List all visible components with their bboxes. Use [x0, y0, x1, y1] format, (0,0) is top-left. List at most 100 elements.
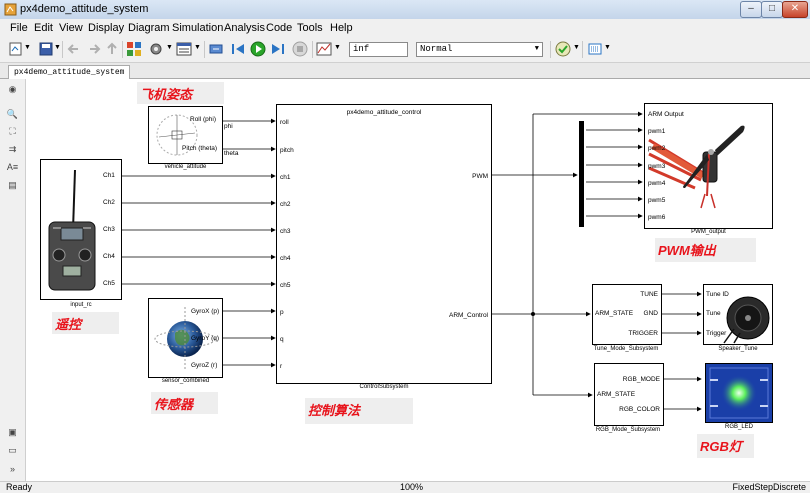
library-browser-icon[interactable]: [126, 41, 142, 57]
arrow-right-icon[interactable]: ⇉: [8, 144, 17, 154]
annotation-attitude[interactable]: 飞机姿态: [137, 82, 224, 104]
menu-edit[interactable]: Edit: [34, 22, 53, 34]
annotation-sensor[interactable]: 传感器: [151, 392, 218, 414]
port-gyroz: GyroZ (r): [191, 362, 218, 369]
sensor-combined-block[interactable]: GyroX (p) GyroY (q) GyroZ (r): [148, 298, 223, 378]
model-explorer-icon[interactable]: [176, 41, 192, 57]
window-title: px4demo_attitude_system: [20, 3, 149, 15]
model-advisor-check-icon[interactable]: [555, 41, 571, 57]
back-arrow-icon[interactable]: [66, 41, 82, 57]
chevron-down-icon[interactable]: ▼: [24, 44, 31, 51]
port-gnd-out: GND: [643, 310, 658, 317]
stop-icon[interactable]: [292, 41, 308, 57]
toolbar-separator: [312, 41, 313, 58]
menu-display[interactable]: Display: [88, 22, 125, 34]
menu-diagram[interactable]: Diagram: [128, 22, 170, 34]
annotation-algorithm[interactable]: 控制算法: [305, 398, 413, 424]
port-gyroy: GyroY (q): [191, 335, 220, 342]
scope-icon[interactable]: [316, 41, 332, 57]
signal-label-theta: theta: [224, 150, 239, 157]
port-arm-state-tune: ARM_STATE: [595, 310, 634, 317]
input-rc-block[interactable]: Ch1 Ch2 Ch3 Ch4 Ch5: [40, 159, 122, 300]
step-forward-icon[interactable]: [270, 41, 286, 57]
hide-explorer-icon[interactable]: ◉: [8, 84, 17, 94]
port-trigger-out: TRIGGER: [628, 330, 658, 337]
port-roll: Roll (phi): [190, 116, 217, 123]
port-arm-output: ARM Output: [648, 111, 684, 118]
signal-lines: [121, 111, 702, 412]
title-bar: px4demo_attitude_system – □ ✕: [0, 0, 810, 20]
port-pitch-in: pitch: [280, 147, 294, 154]
tab-model[interactable]: px4demo_attitude_system: [8, 65, 131, 79]
forward-arrow-icon[interactable]: [86, 41, 102, 57]
chevron-down-icon[interactable]: ▼: [604, 44, 611, 51]
annotation-icon[interactable]: A≡: [6, 162, 19, 172]
image-icon[interactable]: ▤: [8, 180, 17, 190]
chevron-down-icon[interactable]: ▼: [54, 44, 61, 51]
rc-transmitter-icon: [48, 169, 96, 291]
port-ch2-in: ch2: [280, 201, 291, 208]
chevron-down-icon[interactable]: ▼: [194, 44, 201, 51]
comment-icon[interactable]: ▭: [8, 445, 17, 455]
control-subsystem-block[interactable]: px4demo_attitude_control roll pitch ch1 …: [276, 104, 492, 384]
port-ch2: Ch2: [103, 199, 115, 206]
build-model-icon[interactable]: [587, 41, 603, 57]
block-name-rgb-led: RGB_LED: [724, 424, 753, 430]
menu-help[interactable]: Help: [330, 22, 353, 34]
annotation-rc[interactable]: 遥控: [52, 312, 119, 334]
port-tune-id: Tune ID: [706, 291, 729, 298]
up-arrow-icon[interactable]: [104, 41, 120, 57]
speaker-tune-block[interactable]: Tune ID Tune Trigger: [703, 284, 773, 345]
menu-analysis[interactable]: Analysis: [224, 22, 265, 34]
tab-bar: px4demo_attitude_system: [0, 63, 810, 79]
menu-bar: File Edit View Display Diagram Simulatio…: [0, 19, 810, 37]
maximize-button[interactable]: □: [761, 1, 783, 18]
mux-bar[interactable]: [579, 121, 584, 227]
save-icon[interactable]: [38, 41, 54, 57]
stop-time-input[interactable]: inf: [349, 42, 408, 57]
port-ch3: Ch3: [103, 226, 115, 233]
quadcopter-motor-icon: [648, 125, 745, 209]
tune-mode-subsystem-block[interactable]: ARM_STATE TUNE GND TRIGGER: [592, 284, 662, 345]
port-pwm4: pwm4: [648, 180, 666, 187]
image-icon[interactable]: ▣: [8, 427, 17, 437]
block-name-speaker: Speaker_Tune: [718, 346, 758, 352]
zoom-icon[interactable]: 🔍: [6, 109, 19, 119]
chevron-down-icon[interactable]: ▼: [573, 44, 580, 51]
new-model-icon[interactable]: [8, 41, 24, 57]
chevron-down-icon[interactable]: ▼: [166, 44, 173, 51]
toolbar-separator: [550, 41, 551, 58]
chevron-down-icon[interactable]: ▼: [334, 44, 341, 51]
menu-view[interactable]: View: [59, 22, 83, 34]
simulation-mode-select[interactable]: Normal ▼: [416, 42, 543, 57]
port-ch5-in: ch5: [280, 282, 291, 289]
annotation-pwm[interactable]: PWM输出: [655, 238, 756, 262]
step-back-icon[interactable]: [230, 41, 246, 57]
port-ch4-in: ch4: [280, 255, 291, 262]
vehicle-attitude-block[interactable]: Roll (phi) Pitch (theta): [148, 106, 223, 164]
run-icon[interactable]: [250, 41, 266, 57]
close-button[interactable]: ✕: [782, 1, 808, 18]
port-ch1-in: ch1: [280, 174, 291, 181]
block-name-tune-mode: Tune_Mode_Subsystem: [593, 346, 659, 352]
toolbar-separator: [204, 41, 205, 58]
left-palette: ◉ 🔍 ⛶ ⇉ A≡ ▤ ▣ ▭ »: [0, 79, 26, 481]
block-name-input-rc: input_rc: [70, 302, 92, 308]
gear-icon[interactable]: [148, 41, 164, 57]
menu-file[interactable]: File: [10, 22, 28, 34]
chevron-right-icon[interactable]: »: [9, 464, 15, 474]
menu-simulation[interactable]: Simulation: [172, 22, 224, 34]
rgb-mode-subsystem-block[interactable]: ARM_STATE RGB_MODE RGB_COLOR: [594, 363, 664, 426]
annotation-rgb[interactable]: RGB灯: [697, 434, 754, 458]
port-pwm5: pwm5: [648, 197, 666, 204]
update-diagram-icon[interactable]: [208, 41, 224, 57]
pwm-output-block[interactable]: ARM Output pwm1 pwm2 pwm3 pwm4 pwm5 pwm6: [644, 103, 773, 229]
block-name-control-subsystem: ControlSubsystem: [359, 384, 409, 390]
rgb-led-block[interactable]: [705, 363, 773, 423]
block-name-sensor-combined: sensor_combined: [161, 378, 210, 384]
minimize-button[interactable]: –: [740, 1, 762, 18]
menu-code[interactable]: Code: [266, 22, 293, 34]
fit-to-view-icon[interactable]: ⛶: [9, 126, 16, 136]
block-name-pwm-output: PWM_output: [691, 229, 726, 235]
menu-tools[interactable]: Tools: [297, 22, 323, 34]
